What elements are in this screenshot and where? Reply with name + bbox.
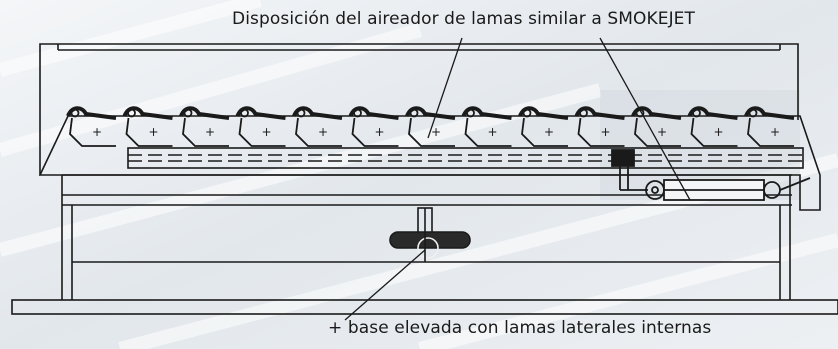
svg-text:+: + [318, 125, 328, 139]
louver-blade: + [66, 106, 117, 147]
louver-blade: + [122, 106, 173, 147]
svg-text:+: + [149, 125, 159, 139]
callout-raised-base: + base elevada con lamas laterales inter… [328, 318, 712, 338]
louver-blade: + [235, 106, 286, 147]
svg-text:+: + [262, 125, 272, 139]
svg-text:+: + [657, 125, 667, 139]
svg-text:+: + [714, 125, 724, 139]
actuator-cylinder [611, 149, 811, 201]
svg-text:+: + [205, 125, 215, 139]
louver-blade: + [574, 106, 625, 147]
svg-text:+: + [92, 125, 102, 139]
inner-side-louver [389, 207, 471, 262]
svg-text:+: + [431, 125, 441, 139]
louver-blade: + [744, 106, 795, 147]
svg-text:+: + [488, 125, 498, 139]
louver-blade: + [461, 106, 512, 147]
louver-blade: + [292, 106, 343, 147]
svg-text:+: + [601, 125, 611, 139]
louver-blade: + [687, 106, 738, 147]
svg-text:+: + [544, 125, 554, 139]
svg-text:+: + [770, 125, 780, 139]
svg-text:+: + [375, 125, 385, 139]
louver-blade: + [179, 106, 230, 147]
callout-louvre-arrangement: Disposición del aireador de lamas simila… [232, 9, 696, 29]
callout-leaders [344, 37, 691, 321]
louver-blade: + [518, 106, 569, 147]
louver-linkage-bar [127, 147, 804, 169]
louver-blade-row: + + + + + + + + + + + + + [66, 106, 795, 147]
louver-blade: + [348, 106, 399, 147]
louver-blade: + [405, 106, 456, 147]
